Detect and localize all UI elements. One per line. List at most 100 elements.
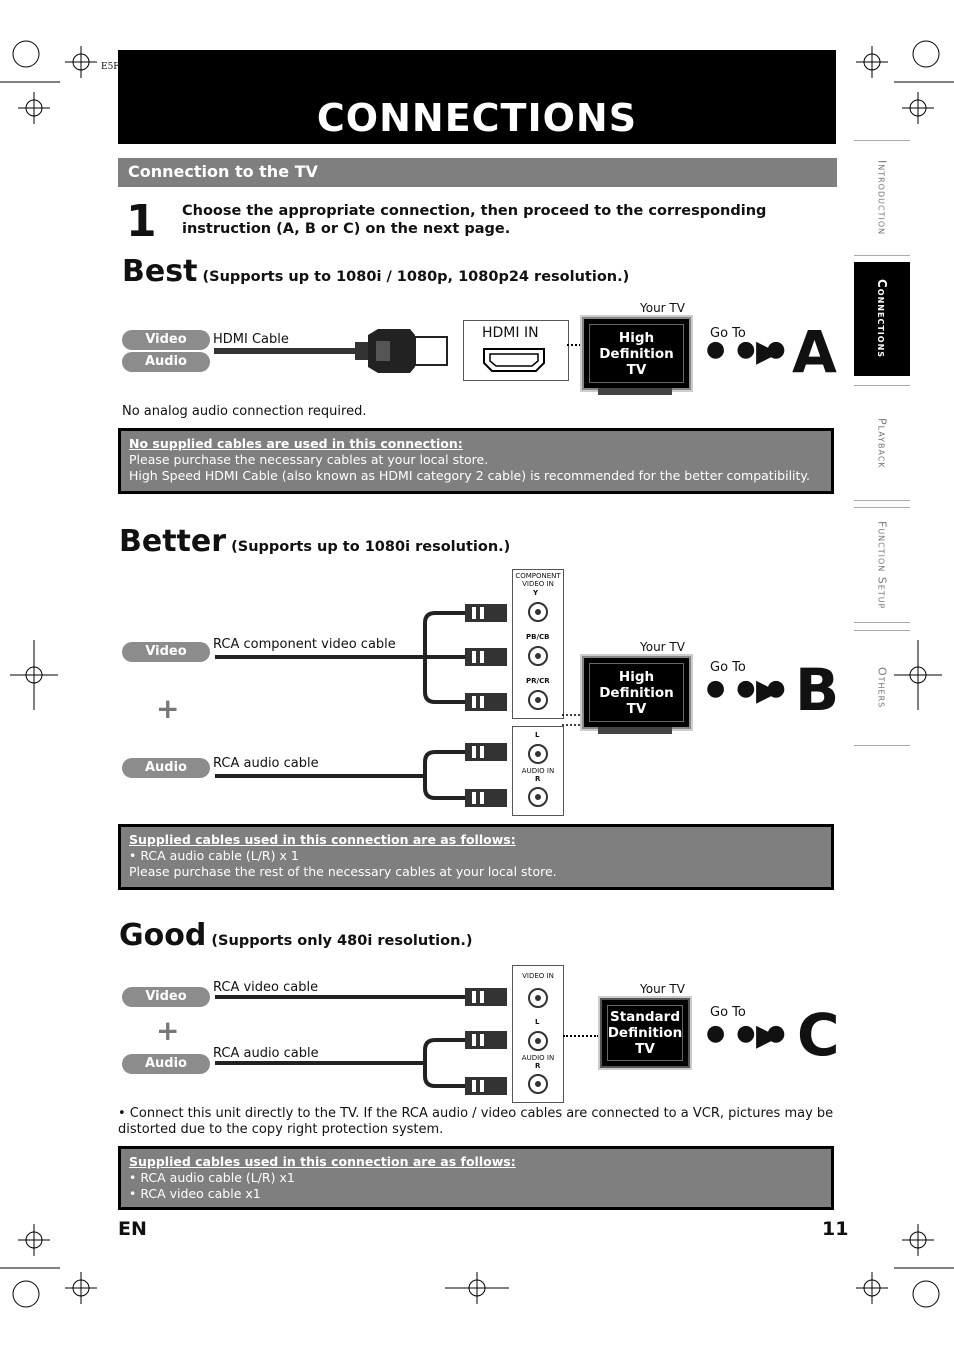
good-subtitle: (Supports only 480i resolution.): [211, 933, 473, 949]
tab-others[interactable]: Others: [854, 630, 910, 746]
jack-pb-icon: [528, 646, 548, 666]
best-box-line: Please purchase the necessary cables at …: [129, 452, 489, 467]
best-box-line: High Speed HDMI Cable (also known as HDM…: [129, 468, 811, 483]
jack-y-icon: [528, 602, 548, 622]
best-subtitle: (Supports up to 1080i / 1080p, 1080p24 r…: [202, 269, 630, 285]
better-subtitle: (Supports up to 1080i resolution.): [231, 539, 511, 555]
tab-function-setup[interactable]: Function Setup: [854, 507, 910, 623]
good-goto: Go To: [710, 1005, 746, 1020]
good-tv: Standard Definition TV: [600, 998, 690, 1068]
best-info-box: No supplied cables are used in this conn…: [118, 428, 834, 494]
better-video-cable-label: RCA component video cable: [213, 637, 396, 652]
best-box-heading: No supplied cables are used in this conn…: [129, 436, 463, 451]
footer-page-number: 11: [822, 1218, 849, 1240]
best-tv-text: High Definition TV: [589, 324, 684, 383]
best-note: No analog audio connection required.: [122, 404, 367, 419]
best-goto: Go To: [710, 326, 746, 341]
audio-panel-title: AUDIO IN: [521, 767, 555, 775]
component-panel-title: COMPONENT VIDEO IN: [515, 572, 561, 588]
better-letter: B: [795, 656, 840, 724]
good-dots: ● ● ●: [706, 1021, 788, 1046]
good-box-line: • RCA audio cable (L/R) x1: [129, 1170, 295, 1185]
better-video-pill: Video: [122, 642, 210, 662]
better-plus: +: [156, 692, 180, 725]
hdmi-in-port: HDMI IN: [463, 320, 569, 381]
audio-panel-title: AUDIO IN: [521, 1054, 555, 1062]
best-heading: Best: [122, 254, 198, 289]
component-video-panel: COMPONENT VIDEO IN Y PB/CB PR/CR: [512, 569, 564, 719]
jack-r-icon: [528, 787, 548, 807]
best-video-pill: Video: [122, 330, 210, 350]
video-panel-title: VIDEO IN: [522, 972, 554, 980]
best-arrow-icon: ▶: [756, 334, 780, 369]
tab-introduction[interactable]: Introduction: [854, 140, 910, 256]
tab-label: Function Setup: [875, 520, 889, 610]
better-tv: High Definition TV: [582, 656, 691, 729]
footer-language: EN: [118, 1218, 147, 1240]
good-heading-row: Good (Supports only 480i resolution.): [119, 918, 473, 953]
good-bullet-note: • Connect this unit directly to the TV. …: [118, 1106, 834, 1137]
hdmi-in-label: HDMI IN: [482, 325, 539, 341]
hdmi-port-icon: [483, 348, 545, 372]
good-letter: C: [797, 1001, 840, 1069]
best-audio-pill: Audio: [122, 352, 210, 372]
tab-label: Playback: [875, 417, 889, 469]
better-tv-text: High Definition TV: [589, 663, 684, 722]
good-arrow-icon: ▶: [756, 1018, 780, 1053]
better-dots: ● ● ●: [706, 676, 788, 701]
jack-r-icon: [528, 1074, 548, 1094]
better-arrow-icon: ▶: [756, 673, 780, 708]
rca-cables-icon: [215, 988, 507, 1095]
tab-connections[interactable]: Connections: [854, 262, 910, 376]
good-plus: +: [156, 1014, 180, 1047]
rca-cables-icon: [215, 604, 507, 807]
best-letter: A: [792, 318, 837, 386]
good-video-pill: Video: [122, 987, 210, 1007]
better-audio-cable-label: RCA audio cable: [213, 756, 319, 771]
best-tv: High Definition TV: [582, 317, 691, 390]
better-heading-row: Better (Supports up to 1080i resolution.…: [119, 524, 510, 559]
section-header: Connection to the TV: [118, 158, 837, 187]
better-box-line: Please purchase the rest of the necessar…: [129, 864, 557, 879]
jack-label: R: [535, 1062, 541, 1070]
step-number: 1: [126, 196, 157, 247]
tab-label: Others: [875, 667, 889, 709]
section-title: Connection to the TV: [128, 162, 318, 181]
audio-in-panel: L AUDIO IN R: [512, 726, 564, 816]
tab-label: Introduction: [875, 160, 889, 236]
page-title: CONNECTIONS: [316, 96, 638, 140]
better-tv-stand: [598, 727, 672, 734]
jack-label: PR/CR: [526, 677, 550, 685]
good-box-line: • RCA video cable x1: [129, 1186, 261, 1201]
jack-label: L: [535, 1018, 540, 1026]
best-dots: ● ● ●: [706, 337, 788, 362]
best-cable-label: HDMI Cable: [213, 332, 289, 347]
better-audio-pill: Audio: [122, 758, 210, 778]
jack-label: Y: [533, 589, 539, 597]
tab-playback[interactable]: Playback: [854, 385, 910, 501]
jack-l-icon: [528, 744, 548, 764]
jack-pr-icon: [528, 690, 548, 710]
best-dotted-link: [567, 344, 581, 346]
good-dotted-link: [563, 1035, 599, 1037]
jack-label: R: [535, 775, 541, 783]
good-box-heading: Supplied cables used in this connection …: [129, 1154, 516, 1169]
best-heading-row: Best (Supports up to 1080i / 1080p, 1080…: [122, 254, 629, 289]
better-your-tv: Your TV: [640, 640, 685, 654]
good-info-box: Supplied cables used in this connection …: [118, 1146, 834, 1210]
step-instruction: Choose the appropriate connection, then …: [182, 203, 767, 237]
good-heading: Good: [119, 918, 207, 953]
better-info-box: Supplied cables used in this connection …: [118, 824, 834, 890]
jack-l-icon: [528, 1031, 548, 1051]
jack-label: PB/CB: [526, 633, 550, 641]
good-tv-text: Standard Definition TV: [607, 1005, 683, 1061]
video-audio-panel: VIDEO IN L AUDIO IN R: [512, 965, 564, 1103]
best-tv-stand: [598, 388, 672, 395]
tab-label: Connections: [875, 279, 889, 359]
better-box-line: • RCA audio cable (L/R) x 1: [129, 848, 299, 863]
jack-label: L: [535, 731, 540, 739]
corner-code: E5F: [101, 62, 120, 72]
best-your-tv: Your TV: [640, 301, 685, 315]
hdmi-cable-icon: [214, 329, 448, 373]
